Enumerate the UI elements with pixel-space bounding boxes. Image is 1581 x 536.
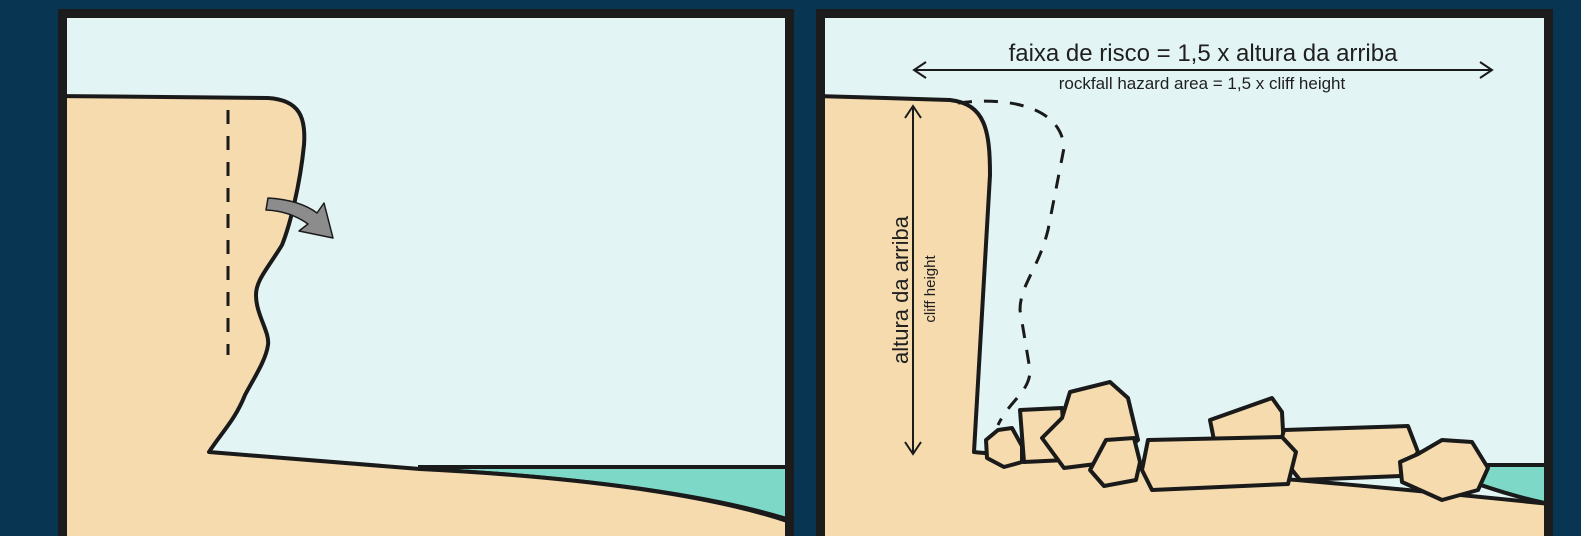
- fallen-block: [1088, 436, 1142, 488]
- height-label-en: cliff height: [922, 255, 939, 323]
- right-panel: faixa de risco = 1,5 x altura da arriba …: [816, 9, 1553, 536]
- left-cliff: [67, 94, 785, 536]
- failure-outline-dashed: [957, 99, 1066, 426]
- hazard-label-pt: faixa de risco = 1,5 x altura da arriba: [1009, 40, 1399, 67]
- left-panel: [58, 9, 794, 536]
- hazard-label-en: rockfall hazard area = 1,5 x cliff heigh…: [1059, 74, 1346, 93]
- curved-arrow-icon: [265, 197, 334, 239]
- fallen-block: [1398, 438, 1490, 502]
- cliff-height-arrow: [904, 104, 922, 456]
- height-label-pt: altura da arriba: [888, 215, 913, 364]
- fallen-block: [1140, 435, 1298, 492]
- fallen-block: [1276, 424, 1420, 482]
- fallen-block: [984, 426, 1024, 469]
- double-headed-arrow-icon: [912, 61, 1494, 79]
